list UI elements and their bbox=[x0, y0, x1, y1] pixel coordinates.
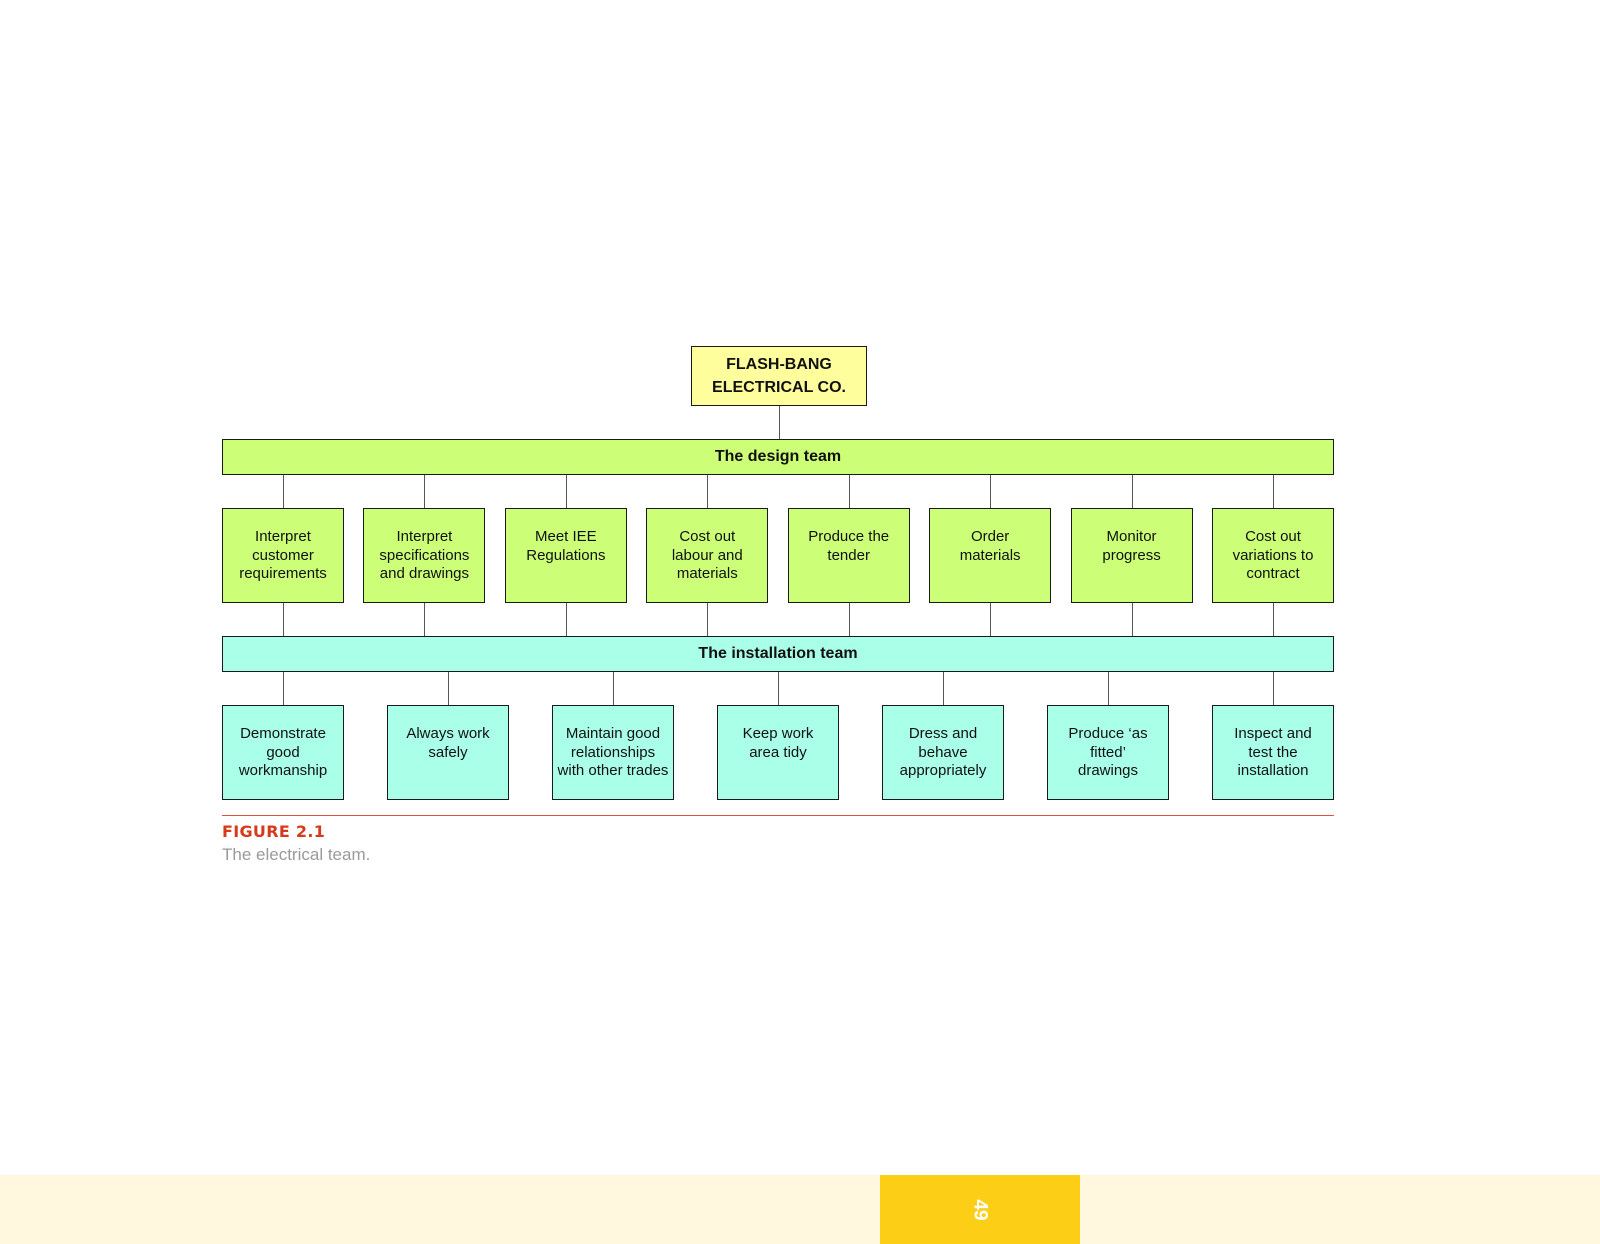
design-connector-top bbox=[1273, 475, 1274, 508]
installation-task-box: Maintain good relationships with other t… bbox=[552, 705, 674, 800]
design-connector-bottom bbox=[990, 603, 991, 636]
installation-task-box: Demonstrate good workmanship bbox=[222, 705, 344, 800]
design-connector-bottom bbox=[283, 603, 284, 636]
design-task-box: Interpret customer requirements bbox=[222, 508, 344, 603]
design-connector-bottom bbox=[1132, 603, 1133, 636]
installation-task-box: Produce ‘as fitted’ drawings bbox=[1047, 705, 1169, 800]
design-connector-top bbox=[707, 475, 708, 508]
footer-band bbox=[0, 1175, 1600, 1244]
design-connector-bottom bbox=[424, 603, 425, 636]
design-connector-bottom bbox=[1273, 603, 1274, 636]
design-connector-top bbox=[849, 475, 850, 508]
design-task-box: Monitor progress bbox=[1070, 508, 1193, 603]
figure-rule bbox=[222, 815, 1334, 816]
design-connector-bottom bbox=[707, 603, 708, 636]
design-connector-top bbox=[566, 475, 567, 508]
connector-company-design bbox=[779, 406, 780, 439]
design-connector-top bbox=[283, 475, 284, 508]
page-number-tab: 49 bbox=[880, 1175, 1080, 1244]
installation-task-box: Inspect and test the installation bbox=[1212, 705, 1334, 800]
design-task-box: Meet IEE Regulations bbox=[504, 508, 627, 603]
page-number: 49 bbox=[969, 1198, 991, 1221]
installation-connector-top bbox=[1273, 672, 1274, 705]
design-connector-top bbox=[990, 475, 991, 508]
installation-connector-top bbox=[448, 672, 449, 705]
design-task-box: Interpret specifications and drawings bbox=[363, 508, 486, 603]
company-box: FLASH-BANG ELECTRICAL CO. bbox=[691, 346, 867, 406]
design-team-bar: The design team bbox=[222, 439, 1334, 475]
installation-connector-top bbox=[1108, 672, 1109, 705]
installation-task-box: Always work safely bbox=[387, 705, 509, 800]
design-task-box: Cost out labour and materials bbox=[646, 508, 769, 603]
design-connector-bottom bbox=[849, 603, 850, 636]
design-connector-top bbox=[424, 475, 425, 508]
design-task-box: Produce the tender bbox=[787, 508, 910, 603]
design-connector-top bbox=[1132, 475, 1133, 508]
installation-task-box: Dress and behave appropriately bbox=[882, 705, 1004, 800]
installation-connector-top bbox=[613, 672, 614, 705]
installation-team-bar: The installation team bbox=[222, 636, 1334, 672]
installation-connector-top bbox=[778, 672, 779, 705]
figure-caption: The electrical team. bbox=[222, 845, 371, 864]
installation-connector-top bbox=[283, 672, 284, 705]
installation-connector-top bbox=[943, 672, 944, 705]
design-task-box: Cost out variations to contract bbox=[1212, 508, 1334, 603]
design-connector-bottom bbox=[566, 603, 567, 636]
figure-label: FIGURE 2.1 bbox=[222, 822, 326, 841]
installation-task-box: Keep work area tidy bbox=[717, 705, 839, 800]
design-task-box: Order materials bbox=[929, 508, 1052, 603]
